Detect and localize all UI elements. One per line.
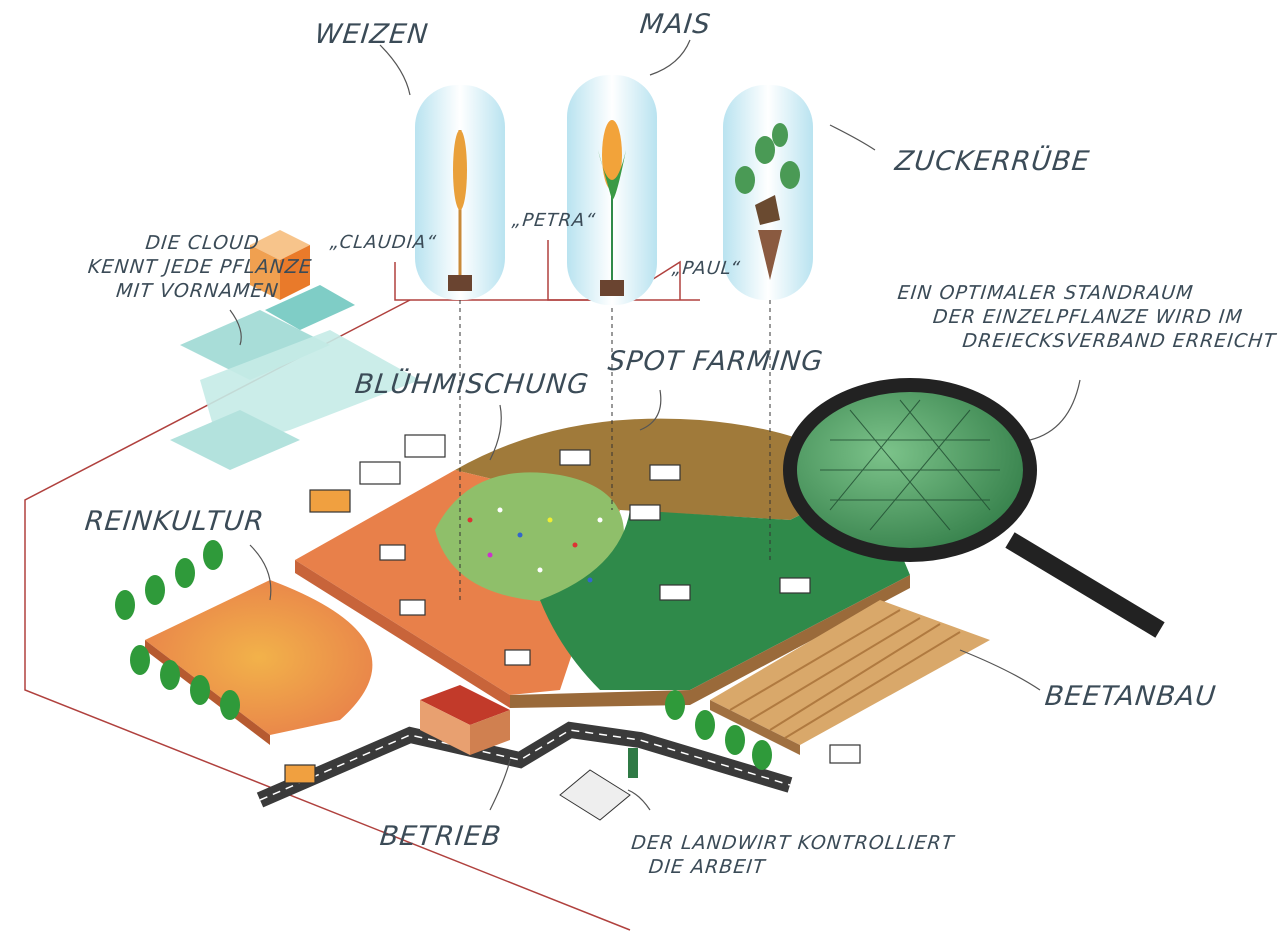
label-zuckerruebe: ZUCKERRÜBE (893, 146, 1092, 177)
cloud-line-2: KENNT JEDE PFLANZE (86, 255, 314, 278)
machines (284, 434, 861, 784)
crop-cylinders (415, 75, 813, 305)
standraum-line-2: DER EINZELPFLANZE WIRD IM (931, 305, 1245, 328)
beetanbau-field (710, 600, 990, 755)
nickname-petra: „PETRA“ (510, 210, 597, 231)
reinkultur-field (145, 580, 373, 735)
cloud-blocks (170, 230, 420, 470)
bluehmischung-field (435, 472, 624, 602)
standraum-line-3: DREIECKSVERBAND ERREICHT (961, 329, 1278, 352)
label-mais: MAIS (638, 9, 713, 40)
label-spot-farming: SPOT FARMING (606, 346, 825, 377)
cloud-line-1: DIE CLOUD (144, 232, 261, 254)
farmer (628, 748, 638, 778)
landwirt-line-2: DIE ARBEIT (647, 855, 767, 878)
label-weizen: WEIZEN (313, 19, 431, 50)
label-betrieb: BETRIEB (378, 821, 504, 852)
standraum-line-1: EIN OPTIMALER STANDRAUM (896, 282, 1195, 304)
tablet (559, 769, 631, 821)
cloud-line-3: MIT VORNAMEN (115, 279, 281, 302)
label-reinkultur: REINKULTUR (83, 506, 266, 537)
label-beetanbau: BEETANBAU (1043, 681, 1218, 712)
label-bluehmischung: BLÜHMISCHUNG (353, 369, 591, 400)
trees (115, 540, 772, 770)
nickname-paul: „PAUL“ (670, 258, 742, 279)
landwirt-line-1: DER LANDWIRT KONTROLLIERT (630, 832, 956, 854)
magnifying-glass (783, 378, 1165, 638)
road (256, 721, 793, 808)
label-cloud: DIE CLOUD KENNT JEDE PFLANZE MIT VORNAME… (66, 232, 333, 303)
farm-building (420, 685, 510, 755)
label-landwirt: DER LANDWIRT KONTROLLIERT DIE ARBEIT (628, 832, 956, 880)
flower-dots (467, 507, 603, 583)
nickname-claudia: „CLAUDIA“ (328, 232, 438, 253)
label-standraum: EIN OPTIMALER STANDRAUM DER EINZELPFLANZ… (891, 282, 1280, 353)
